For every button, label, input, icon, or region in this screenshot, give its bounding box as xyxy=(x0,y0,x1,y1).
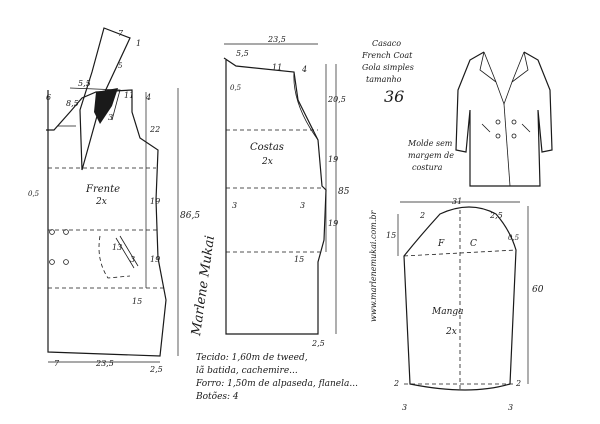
sleeve-dim-bottom-right: 3 xyxy=(508,403,513,412)
front-pocket xyxy=(115,237,135,269)
front-dim-shoulder-b: 4 xyxy=(145,93,151,102)
note-line-2: margem de xyxy=(408,151,454,160)
back-dim-neck-w: 5,5 xyxy=(236,49,249,58)
coat-pocket-left xyxy=(481,123,491,133)
front-collar-line xyxy=(69,87,121,121)
sleeve-piece: Manga 2x F C 31 2 2,5 15 0,5 60 2 2 3 3 xyxy=(386,197,544,412)
back-dim-top-width: 23,5 xyxy=(267,35,286,44)
sleeve-dim-left-cap: 15 xyxy=(386,231,396,240)
materials-line-4: Botões: 4 xyxy=(195,391,239,402)
front-button-3 xyxy=(49,259,55,265)
sleeve-dim-length: 60 xyxy=(532,285,544,295)
back-dim-neck-drop: 0,5 xyxy=(230,84,242,92)
front-dim-pocket-b: 3 xyxy=(130,255,135,264)
front-button-1 xyxy=(49,229,55,235)
front-dim-side-in: 3 xyxy=(108,113,113,122)
sleeve-front-mark: F xyxy=(437,239,445,249)
sleeve-dim-hem-right: 2 xyxy=(515,379,521,388)
back-dim-shoulder: 11 xyxy=(272,63,282,72)
front-dim-upper-len: 19 xyxy=(150,197,160,206)
front-dim-hem-width: 23,5 xyxy=(95,359,114,368)
back-label: Costas xyxy=(250,142,284,153)
sleeve-dim-right-top: 2,5 xyxy=(489,211,503,220)
coat-button-3 xyxy=(495,133,501,139)
sleeve-dim-bottom-left: 3 xyxy=(402,403,407,412)
note-line-1: Molde sem xyxy=(407,139,453,148)
back-dim-hip-len: 19 xyxy=(328,219,338,228)
front-dim-hip-side: 15 xyxy=(132,297,142,306)
front-dim-collar-b: 5,5 xyxy=(78,79,91,88)
note-block: Molde sem margem de costura xyxy=(407,139,454,172)
front-dim-lower-len: 19 xyxy=(150,255,160,264)
front-dim-total-len: 86,5 xyxy=(180,211,200,221)
materials-block: Tecido: 1,60m de tweed, lã batida, cache… xyxy=(195,353,358,402)
title-line-1: Casaco xyxy=(372,39,401,48)
title-line-3: Gola simples xyxy=(362,63,414,72)
coat-button-2 xyxy=(511,119,517,125)
front-dim-neck-drop: 6 xyxy=(46,93,51,102)
sleeve-label: Manga xyxy=(431,307,464,317)
front-pocket-edge xyxy=(119,235,139,267)
front-dim-shoulder-top: 7 xyxy=(118,29,124,38)
materials-line-3: Forro: 1,50m de alpaseda, flanela... xyxy=(195,379,358,389)
website-text: www.marlenemukai.com.br xyxy=(369,210,378,323)
back-dim-side-out: 3 xyxy=(300,201,305,210)
coat-pocket-right xyxy=(521,123,531,133)
front-label: Frente xyxy=(85,184,120,195)
front-pocket-bag xyxy=(98,235,131,279)
title-line-4: tamanho xyxy=(366,75,402,84)
back-outline xyxy=(223,57,327,335)
sleeve-dim-right-cap: 0,5 xyxy=(508,234,520,242)
title-block: Casaco French Coat Gola simples tamanho … xyxy=(361,39,414,106)
back-dim-hip-side: 15 xyxy=(294,255,304,264)
signature: Marlene Mukai xyxy=(189,235,218,338)
back-dim-total-len: 85 xyxy=(338,187,350,197)
front-dim-collar-a: 5 xyxy=(118,62,123,70)
materials-line-2: lã batida, cachemire... xyxy=(196,365,298,376)
note-line-3: costura xyxy=(412,163,443,172)
back-dim-shoulder-drop: 4 xyxy=(301,65,307,74)
front-dim-shoulder-tip: 1 xyxy=(136,39,141,48)
coat-button-4 xyxy=(511,133,517,139)
back-piece: Costas 2x 23,5 5,5 0,5 11 4 20,5 19 19 8… xyxy=(223,35,350,348)
front-dim-lapel-a: 11 xyxy=(124,91,134,100)
front-button-4 xyxy=(63,259,69,265)
sleeve-outline xyxy=(403,206,517,391)
sleeve-back-mark: C xyxy=(470,239,477,249)
front-dim-armhole: 22 xyxy=(149,125,160,134)
back-qty: 2x xyxy=(261,157,273,167)
front-dim-hem-edge: 7 xyxy=(54,359,60,368)
back-dim-side-in: 3 xyxy=(232,201,237,210)
coat-lapel-left xyxy=(479,51,497,83)
title-line-2: French Coat xyxy=(361,51,413,60)
materials-line-1: Tecido: 1,60m de tweed, xyxy=(196,353,308,363)
front-dim-neck-side: 8,5 xyxy=(66,99,79,108)
front-qty: 2x xyxy=(95,197,107,207)
back-dim-hem-side: 2,5 xyxy=(311,339,325,348)
sleeve-dim-hem-left: 2 xyxy=(393,379,399,388)
sleeve-dim-width: 31 xyxy=(452,197,462,206)
front-dim-hem-side: 2,5 xyxy=(149,365,163,374)
sleeve-qty: 2x xyxy=(445,327,457,337)
coat-button-1 xyxy=(495,119,501,125)
front-button-2 xyxy=(63,229,69,235)
front-outline xyxy=(46,89,167,357)
front-dim-pocket-a: 13 xyxy=(112,243,122,252)
front-lapel xyxy=(79,27,131,171)
front-dim-waist-side: 0,5 xyxy=(28,190,40,198)
front-piece: Frente 2x 7 1 5 5,5 6 8,5 11 4 3 22 0,5 … xyxy=(28,27,200,374)
sleeve-dim-left-top: 2 xyxy=(419,211,425,220)
back-dim-waist-len: 19 xyxy=(328,155,338,164)
coat-collar xyxy=(483,51,525,106)
coat-outline xyxy=(455,51,553,187)
front-collar-shading xyxy=(94,88,118,124)
coat-lapel-right xyxy=(511,51,529,83)
coat-center-front xyxy=(503,103,511,187)
title-size: 36 xyxy=(384,87,404,106)
coat-illustration xyxy=(455,51,553,187)
back-armhole xyxy=(293,71,319,141)
back-dim-armhole: 20,5 xyxy=(327,95,346,104)
